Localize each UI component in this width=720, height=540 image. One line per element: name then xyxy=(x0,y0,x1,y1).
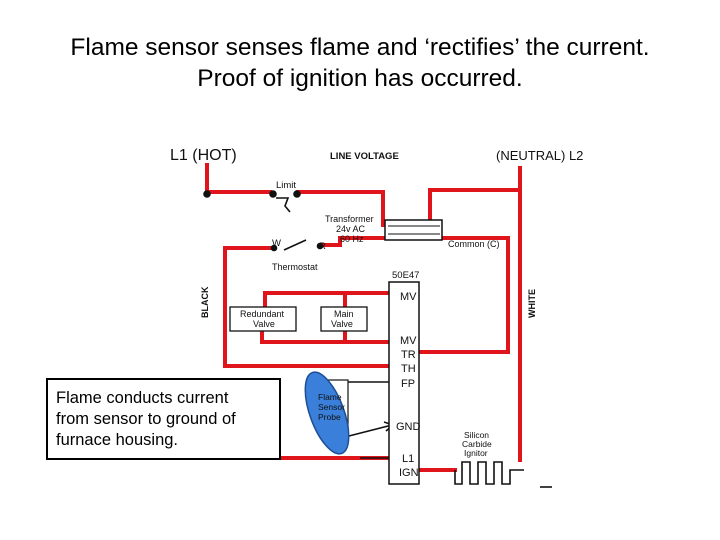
label-common: Common (C) xyxy=(448,239,500,249)
terminal-l1: L1 xyxy=(402,453,414,465)
label-w: W xyxy=(272,238,281,249)
label-transformer-freq: 60 Hz xyxy=(340,234,364,244)
label-igniter-2: Carbide xyxy=(462,439,492,449)
callout-line-3: furnace housing. xyxy=(56,431,179,449)
callout-line-2: from sensor to ground of xyxy=(56,410,236,428)
igniter-coil xyxy=(454,461,524,485)
control-module xyxy=(388,281,420,485)
terminal-mv-1: MV xyxy=(400,291,417,303)
terminal-tr: TR xyxy=(401,349,416,361)
limit-contact-right xyxy=(293,190,301,198)
label-igniter-3: Ignitor xyxy=(464,448,488,458)
label-l2: (NEUTRAL) L2 xyxy=(496,148,583,163)
label-control: 50E47 xyxy=(392,270,419,281)
label-r: R xyxy=(319,241,326,252)
label-main-valve-2: Valve xyxy=(331,319,353,329)
label-l1: L1 (HOT) xyxy=(170,147,237,164)
redundant-valve xyxy=(229,306,297,332)
label-transformer-rating: 24v AC xyxy=(336,224,366,234)
terminal-ign: IGN xyxy=(399,467,419,479)
title-line-2: Proof of ignition has occurred. xyxy=(197,65,523,92)
thermostat-contact-r xyxy=(316,242,324,250)
wire-transformer-to-thermostat xyxy=(320,236,387,247)
callout-box: Flame conducts current from sensor to gr… xyxy=(46,378,281,460)
wire-neutral-to-transformer xyxy=(428,188,522,224)
callout-line-1: Flame conducts current xyxy=(56,389,229,407)
label-white: WHITE xyxy=(527,289,537,318)
label-transformer: Transformer xyxy=(325,214,374,224)
transformer xyxy=(384,219,443,241)
thermostat-contact-w xyxy=(270,244,278,252)
label-main-valve-1: Main xyxy=(334,309,354,319)
thermostat-switch xyxy=(283,239,307,251)
wire-transformer-common xyxy=(398,236,510,354)
label-limit: Limit xyxy=(276,180,296,191)
terminal-mv-2: MV xyxy=(400,335,417,347)
limit-switch xyxy=(276,197,291,213)
transformer-body xyxy=(384,219,443,241)
flame-sensor-highlight xyxy=(304,371,350,455)
diagram-labels: L1 (HOT) (NEUTRAL) L2 LINE VOLTAGE Limit… xyxy=(170,147,583,479)
label-redundant-valve-2: Valve xyxy=(253,319,275,329)
label-flame-sensor-1: Flame xyxy=(318,392,342,402)
slide-title: Flame sensor senses flame and ‘rectifies… xyxy=(0,32,720,94)
label-thermostat: Thermostat xyxy=(272,262,318,272)
terminal-gnd: GND xyxy=(396,421,421,433)
node-l1 xyxy=(203,190,211,198)
title-line-1: Flame sensor senses flame and ‘rectifies… xyxy=(70,34,650,61)
gnd-lead xyxy=(344,424,393,438)
label-flame-sensor-2: Sensor xyxy=(318,402,345,412)
terminal-th: TH xyxy=(401,363,416,375)
terminal-fp: FP xyxy=(401,378,415,390)
label-line-voltage: LINE VOLTAGE xyxy=(330,151,399,162)
wire-thermostat-to-th xyxy=(223,246,397,368)
main-valve xyxy=(320,306,368,332)
label-flame-sensor-3: Probe xyxy=(318,412,341,422)
wire-valve-bottom xyxy=(260,330,392,344)
wire-l1-hot xyxy=(205,163,272,194)
label-igniter-1: Silicon xyxy=(464,430,489,440)
limit-contact-left xyxy=(269,190,277,198)
label-black: BLACK xyxy=(200,286,210,318)
label-redundant-valve-1: Redundant xyxy=(240,309,285,319)
